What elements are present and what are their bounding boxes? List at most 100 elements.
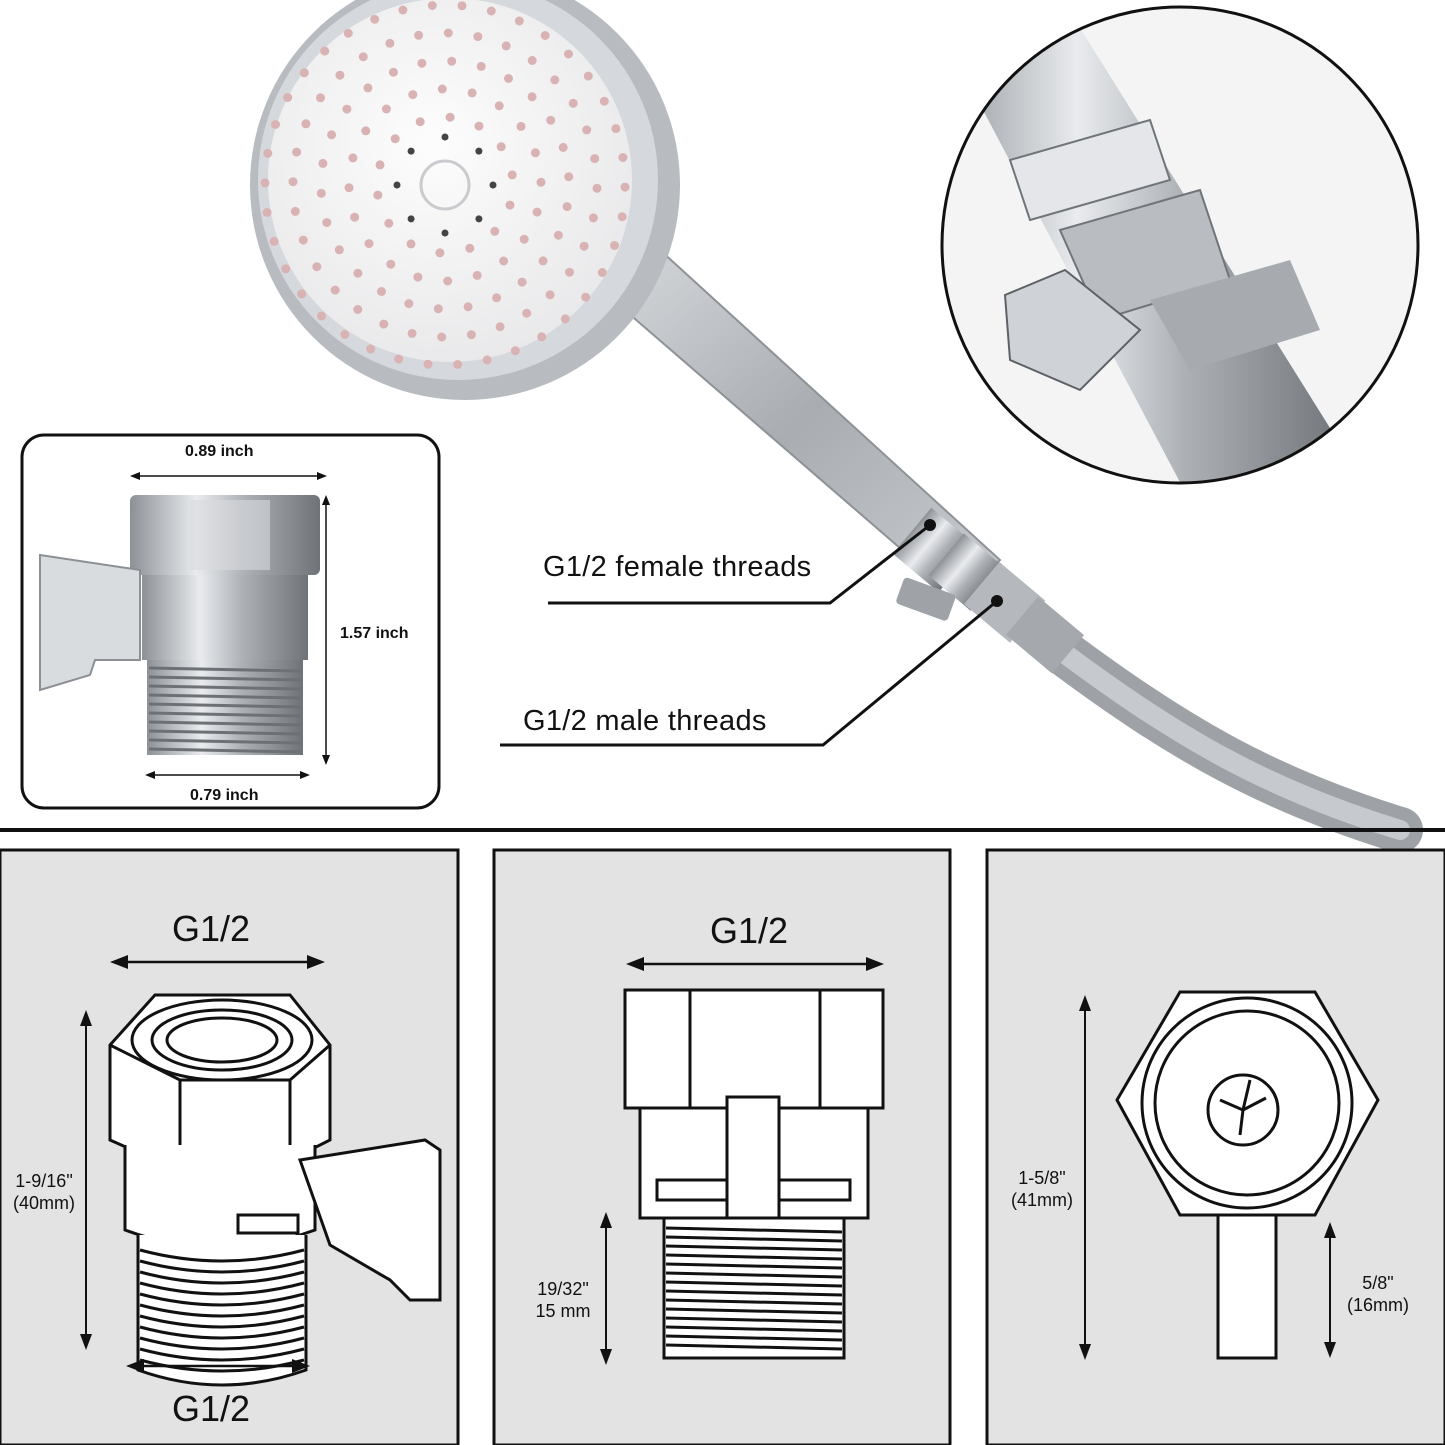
- nozzle: [490, 226, 500, 236]
- thread-line: [665, 1298, 843, 1306]
- center-hole: [475, 215, 483, 223]
- thread-line: [148, 684, 302, 691]
- nozzle: [312, 262, 322, 272]
- thread-line: [665, 1343, 843, 1351]
- inset-height: 1.57 inch: [340, 625, 409, 642]
- nozzle: [617, 212, 627, 222]
- nozzle: [381, 104, 391, 114]
- nozzle: [473, 32, 483, 42]
- nozzle: [519, 234, 529, 244]
- nozzle: [334, 245, 344, 255]
- side-height-imperial: 1-9/16": [15, 1171, 73, 1191]
- nozzle: [522, 308, 532, 318]
- nozzle: [327, 130, 337, 140]
- thread-line: [148, 675, 302, 682]
- nozzle: [510, 346, 520, 356]
- nozzle: [568, 98, 578, 108]
- nozzle: [385, 38, 395, 48]
- thread-line: [139, 1270, 305, 1285]
- nozzle: [361, 126, 371, 136]
- nozzle: [375, 160, 385, 170]
- center-hole: [441, 229, 449, 237]
- nozzle: [445, 112, 455, 122]
- shower-handle: [588, 248, 1085, 674]
- nozzle: [342, 104, 352, 114]
- thread-line: [139, 1292, 305, 1307]
- nozzle: [495, 322, 505, 332]
- nozzle: [373, 190, 383, 200]
- nozzle: [415, 117, 425, 127]
- side-height-metric: (40mm): [13, 1193, 75, 1213]
- nozzle: [582, 125, 592, 135]
- nozzle: [494, 101, 504, 111]
- nozzle: [565, 267, 574, 277]
- front-top-label: G1/2: [710, 910, 789, 951]
- nozzle: [558, 142, 568, 152]
- nozzle: [538, 256, 548, 266]
- nozzle: [377, 287, 386, 296]
- nozzle: [297, 289, 307, 299]
- center-hole: [407, 215, 415, 223]
- nozzle: [562, 202, 572, 212]
- nozzle: [437, 84, 447, 94]
- nozzle: [417, 58, 427, 68]
- nozzle: [618, 153, 628, 162]
- nozzle: [344, 183, 354, 193]
- front-thread-metric: 15 mm: [535, 1301, 591, 1321]
- thread-line: [148, 693, 302, 700]
- nozzle: [507, 170, 517, 180]
- side-top-label: G1/2: [172, 908, 251, 949]
- shower-head: [250, 0, 680, 400]
- nozzle: [496, 142, 506, 152]
- nozzle: [611, 124, 621, 134]
- nozzle: [350, 212, 360, 222]
- end-height-imperial: 1-5/8": [1018, 1168, 1066, 1188]
- nozzle: [463, 302, 473, 312]
- nozzle: [453, 360, 463, 369]
- nozzle: [316, 188, 326, 198]
- nozzle: [379, 319, 389, 329]
- nozzle: [370, 14, 380, 24]
- nozzle: [398, 5, 408, 15]
- nozzle: [386, 259, 396, 269]
- nozzle: [290, 206, 300, 216]
- nozzle: [408, 90, 418, 100]
- nozzle: [316, 93, 325, 103]
- center-hole: [407, 147, 415, 155]
- nozzle: [597, 268, 607, 277]
- nozzle: [437, 332, 447, 342]
- nozzle: [504, 74, 513, 83]
- nozzle: [516, 121, 526, 131]
- nozzle: [388, 67, 398, 77]
- thread-line: [665, 1235, 843, 1243]
- nozzle: [414, 30, 424, 40]
- nozzle: [527, 56, 537, 65]
- thread-line: [139, 1314, 305, 1329]
- nozzle: [492, 293, 502, 303]
- front-thread-label: 19/32" 15 mm: [528, 1278, 598, 1322]
- nozzle: [335, 70, 345, 80]
- nozzle: [427, 1, 437, 10]
- center-hole: [475, 147, 483, 155]
- nozzle: [435, 248, 445, 258]
- nozzle: [540, 31, 550, 40]
- front-thread-imperial: 19/32": [537, 1279, 589, 1299]
- nozzle: [330, 285, 340, 295]
- nozzle: [433, 304, 443, 314]
- nozzle: [262, 208, 272, 217]
- thread-line: [665, 1226, 843, 1234]
- thread-line: [665, 1271, 843, 1279]
- thread-line: [139, 1358, 305, 1373]
- thread-line: [148, 711, 302, 718]
- center-hole: [393, 181, 401, 189]
- nozzle: [590, 154, 600, 164]
- nozzle: [581, 292, 591, 302]
- thread-line: [148, 702, 302, 709]
- nozzle: [599, 96, 609, 106]
- nozzle: [465, 243, 475, 253]
- nozzle: [537, 332, 547, 342]
- nozzle: [384, 218, 394, 228]
- inset-valve-photo: [39, 495, 320, 755]
- nozzle: [358, 52, 368, 62]
